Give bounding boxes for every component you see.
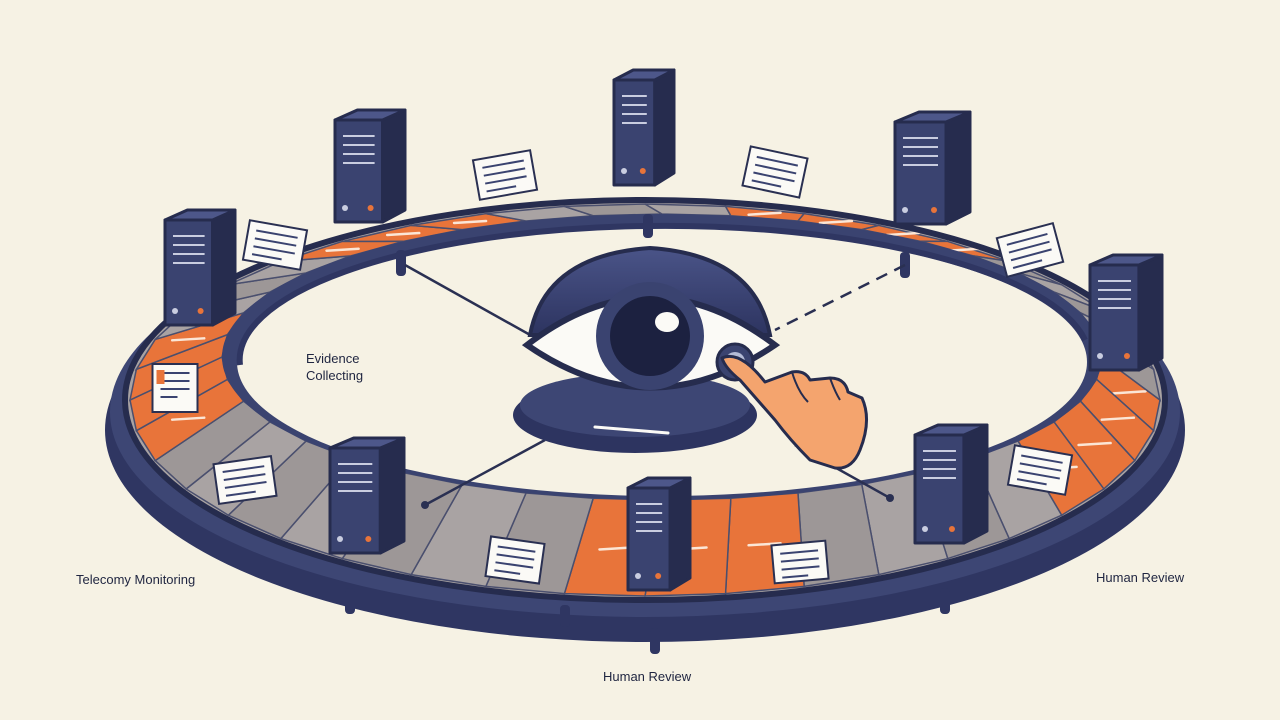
support-posts (345, 214, 950, 654)
belt-stripe (452, 219, 488, 225)
document-icon (995, 221, 1065, 279)
document-icon (770, 539, 830, 585)
label-human-review-bottom: Human Review (603, 669, 692, 684)
post (650, 628, 660, 654)
document-icon (471, 149, 539, 201)
server-icon (328, 436, 406, 555)
belt-stripe (1100, 416, 1136, 421)
belt-stripe (818, 219, 854, 225)
label-human-review-right: Human Review (1096, 570, 1185, 585)
belt-stripe (1112, 390, 1147, 395)
document-icon (212, 455, 278, 505)
label-evidence-line2: Collecting (306, 368, 364, 383)
belt-stripe (385, 231, 421, 237)
document-icon (1006, 444, 1074, 496)
label-evidence-line1: Evidence (306, 351, 360, 366)
document-icon (151, 363, 199, 413)
servers (163, 68, 1164, 592)
belt-stripe (325, 247, 360, 252)
server-icon (612, 68, 676, 187)
document-icon (484, 535, 546, 585)
server-icon (163, 208, 237, 327)
post (345, 588, 355, 614)
eye-scanner (513, 245, 781, 453)
post (396, 250, 406, 276)
belt-stripe (885, 231, 921, 237)
belt-stripe (747, 211, 782, 216)
server-icon (626, 476, 692, 592)
post (560, 605, 570, 627)
server-icon (893, 110, 972, 226)
document-icon (241, 219, 309, 271)
belt-stripe (598, 546, 633, 551)
post (643, 214, 653, 238)
label-evidence-collecting: Evidence Collecting (306, 350, 363, 384)
document-icon (741, 145, 809, 199)
belt-stripe (747, 542, 782, 547)
belt-stripe (170, 416, 206, 421)
hand-pointer-icon (720, 355, 868, 470)
server-icon (1088, 253, 1164, 372)
post (940, 588, 950, 614)
server-icon (913, 423, 989, 545)
documents (151, 145, 1074, 585)
server-icon (333, 108, 407, 224)
label-telecom-monitoring: Telecomy Monitoring (76, 572, 196, 587)
belt-stripe (170, 337, 206, 342)
belt-stripe (1077, 441, 1112, 447)
